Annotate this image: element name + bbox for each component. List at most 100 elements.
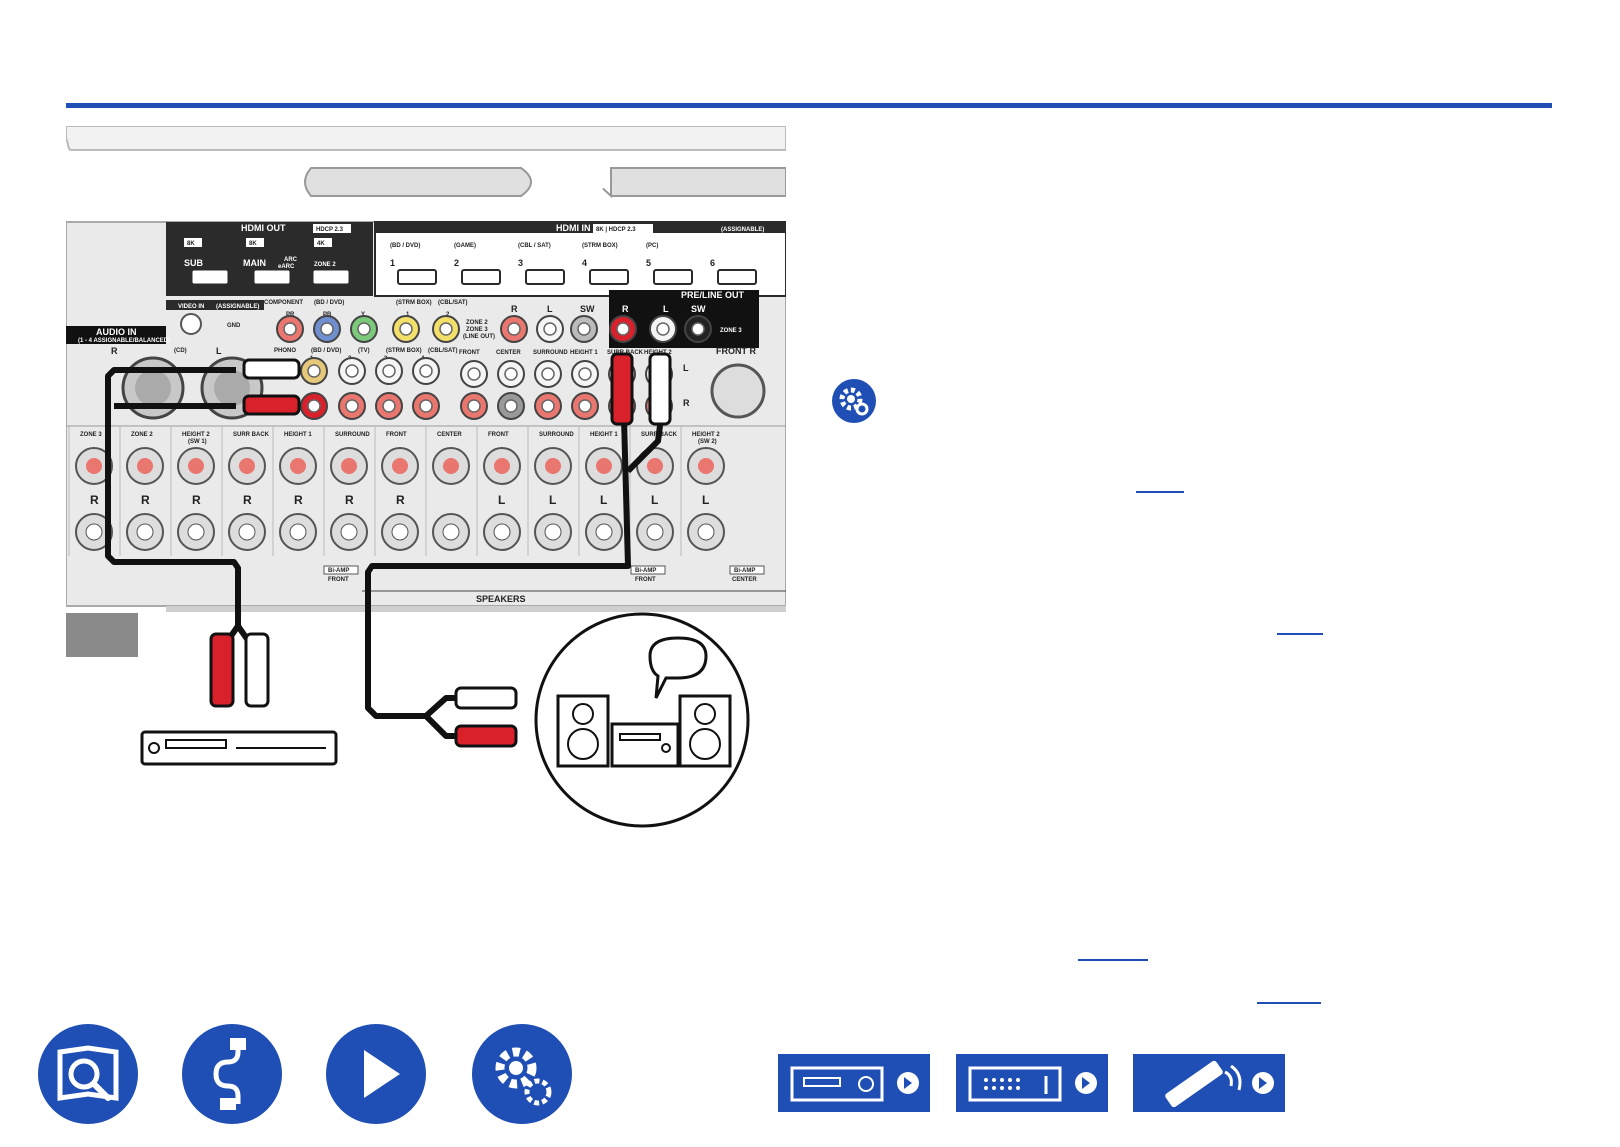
- analog-tv: (TV): [358, 348, 370, 354]
- pre-row-jack-bottom: [497, 392, 525, 420]
- hdmi-in-port: [525, 269, 565, 285]
- hdmi-in-port-number: 2: [454, 258, 459, 268]
- speaker-col-name: HEIGHT 1: [284, 432, 312, 438]
- plug-red-source: [209, 632, 235, 708]
- nav-manual-button[interactable]: [38, 1024, 138, 1124]
- zone-out-l3: (LINE OUT): [463, 334, 495, 340]
- pre-out-jack: [649, 315, 677, 343]
- speaker-col-sub: (SW 2): [698, 439, 717, 445]
- component-title: COMPONENT: [264, 300, 303, 306]
- hdmi-in-port-number: 1: [390, 258, 395, 268]
- plug-red-zone3: [610, 352, 634, 426]
- hdmi-in-port-number: 6: [710, 258, 715, 268]
- zone-out-r: R: [511, 304, 518, 314]
- audio-in-l: L: [216, 346, 222, 356]
- plug-white-zone-device: [454, 686, 518, 710]
- device-front-panel-button[interactable]: [778, 1054, 930, 1112]
- pre-row-jack-top: [497, 360, 525, 388]
- link-underline-1[interactable]: [1136, 491, 1184, 493]
- pre-out-zone3: ZONE 3: [720, 328, 742, 334]
- link-underline-3[interactable]: [1078, 959, 1148, 961]
- main-label: MAIN: [243, 258, 266, 268]
- speaker-col-name: ZONE 3: [80, 432, 102, 438]
- nav-settings-button[interactable]: [472, 1024, 572, 1124]
- speaker-col-channel: L: [549, 493, 556, 507]
- speaker-col-sub: (SW 1): [188, 439, 207, 445]
- pre-out-r: R: [622, 304, 629, 314]
- video-in-assignable: (ASSIGNABLE): [216, 304, 259, 310]
- speaker-col-name: ZONE 2: [131, 432, 153, 438]
- speaker-col-channel: L: [498, 493, 505, 507]
- manual-search-icon: [57, 1045, 119, 1101]
- device-rear-panel-button[interactable]: [956, 1054, 1108, 1112]
- pre-row-jack-top: [571, 360, 599, 388]
- phono-label: PHONO: [274, 348, 296, 354]
- pre-out-jack: [684, 315, 712, 343]
- pre-row-label: SURROUND: [533, 350, 568, 356]
- device-remote-button[interactable]: [1133, 1054, 1285, 1112]
- speaker-col-name: SURROUND: [539, 432, 574, 438]
- analog-in-jack-r: [300, 392, 328, 420]
- link-underline-2[interactable]: [1277, 633, 1323, 635]
- zone-out-l: L: [547, 304, 553, 314]
- hdmi-in-port-number: 5: [646, 258, 651, 268]
- speaker-col-channel: R: [192, 493, 201, 507]
- settings-badge[interactable]: [832, 379, 876, 423]
- speakers-title: SPEAKERS: [476, 594, 526, 604]
- biamp-2: Bi-AMP: [635, 568, 656, 574]
- plug-white-source: [244, 632, 270, 708]
- hdmi-in-port-number: 4: [582, 258, 587, 268]
- speaker-col-channel: R: [294, 493, 303, 507]
- antenna-right: [602, 167, 786, 199]
- hdmi-in-port: [461, 269, 501, 285]
- speaker-col-channel: L: [651, 493, 658, 507]
- arc-label: ARC: [284, 257, 298, 263]
- pre-row-jack-top: [534, 360, 562, 388]
- speaker-col-name: SURR BACK: [233, 432, 270, 438]
- biamp-3-center: CENTER: [732, 577, 757, 583]
- nav-connection-button[interactable]: [182, 1024, 282, 1124]
- speaker-col-channel: L: [702, 493, 709, 507]
- composite-n2: 2: [446, 312, 450, 318]
- receiver-rear-icon: [968, 1066, 1097, 1102]
- speaker-col-name: CENTER: [437, 432, 462, 438]
- hdmi-in-port-number: 3: [518, 258, 523, 268]
- hdmi-in-port-label: (GAME): [454, 243, 476, 249]
- remote-control-icon: [1165, 1060, 1274, 1108]
- pre-out-title: PRE/LINE OUT: [681, 290, 745, 300]
- component-pb: PB: [323, 312, 332, 318]
- hdmi-in-port-label: (BD / DVD): [390, 243, 420, 249]
- header-rule: [66, 103, 1552, 108]
- speaker-col-name: HEIGHT 1: [590, 432, 618, 438]
- audio-in-cd: (CD): [174, 348, 187, 354]
- component-pr: PR: [286, 312, 295, 318]
- zone2-out-jack: [570, 315, 598, 343]
- earc-label: eARC: [278, 264, 295, 270]
- biamp-1-front: FRONT: [328, 577, 349, 583]
- hdmi-in-assignable: (ASSIGNABLE): [721, 227, 764, 233]
- hdmi-out-badge: HDCP 2.3: [316, 227, 344, 233]
- analog-in-jack-r: [412, 392, 440, 420]
- speaker-col-name: FRONT: [488, 432, 509, 438]
- plug-white-zone3: [648, 352, 672, 426]
- sub-badge: 8K: [187, 241, 195, 247]
- analog-cbl: (CBL/SAT): [428, 348, 458, 354]
- hdmi-in-port-label: (CBL / SAT): [518, 243, 551, 249]
- front-r-r: R: [683, 398, 690, 408]
- cables: [105, 367, 664, 739]
- hdmi-in-port: [653, 269, 693, 285]
- video-jack: [392, 315, 420, 343]
- main-badge: 8K: [249, 241, 257, 247]
- analog-bd: (BD / DVD): [311, 348, 341, 354]
- zone2-out-jack: [500, 315, 528, 343]
- plug-red-zone-device: [454, 724, 518, 748]
- component-sub: (BD / DVD): [314, 300, 344, 306]
- pre-out-sw: SW: [691, 304, 706, 314]
- pre-out-jack: [609, 315, 637, 343]
- nav-playback-button[interactable]: [326, 1024, 426, 1124]
- gear-icon: [839, 387, 869, 416]
- speaker-col-channel: L: [600, 493, 607, 507]
- analog-in-jack-r: [375, 392, 403, 420]
- video-jack: [313, 315, 341, 343]
- link-underline-4[interactable]: [1257, 1002, 1321, 1004]
